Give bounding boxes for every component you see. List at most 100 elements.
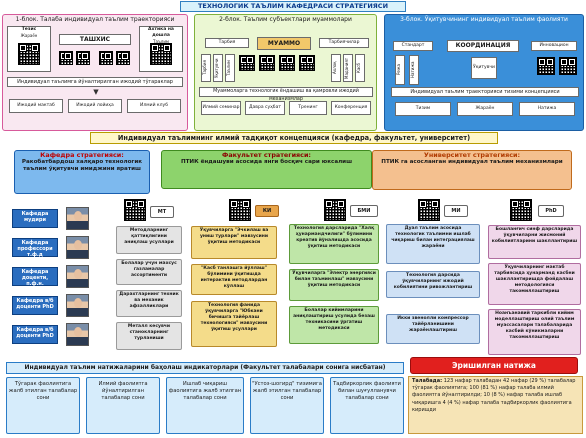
qr-code-icon: [279, 55, 295, 71]
block-3-bottom-label: Индивидуал таълим траекторияси тизими ко…: [391, 87, 579, 97]
qr-code-icon: [229, 199, 251, 221]
indicator-2: Илмий фаолиятга йўналтирилган талабалар …: [86, 377, 160, 434]
block-3-item-2: Жараён: [457, 102, 513, 116]
block-1-left-sub: Жараён: [20, 33, 38, 38]
mi-column-label: МИ: [444, 205, 468, 217]
result-body: Талабада: 123 нафар талабадан 42 нафар (…: [408, 376, 583, 434]
block-2-right-box: Тарбиячилар: [319, 38, 369, 48]
block-3: 3-блок. Ўқитувчининг индивидуал таълим ф…: [384, 14, 584, 131]
indicator-1: Тўгарак фаолиятига жалб этилган талабала…: [6, 377, 80, 434]
result-label: Талабада:: [412, 378, 443, 384]
university-strategy-text: ПТИК га асосланган индивидуал таълим мех…: [381, 159, 563, 166]
qr-code-icon: [324, 199, 346, 221]
block-2-left-box: Тарбия: [205, 38, 249, 48]
result-title: Эришилган натижа: [410, 357, 578, 374]
qr-code-icon: [124, 199, 146, 221]
bmi-column-label: БМИ: [350, 205, 378, 217]
block-1-bottom-label: Индивидуал таълимга йўналтирилган ижодий…: [7, 77, 183, 87]
faculty-member-1: Кафедра мудири: [12, 209, 58, 228]
block-1-right-label: Ахтика на дошла: [148, 27, 174, 38]
qr-code-icon: [510, 199, 532, 221]
mt-column-label: МТ: [150, 206, 174, 218]
ki-topic-3: Технология фанида ўқувчиларга "Юбкани би…: [191, 301, 277, 347]
block-1: 1-блок. Талаба индивидуал таълим траекто…: [2, 14, 188, 131]
block-1-item-3: Илмий клуб: [127, 99, 181, 113]
faculty-member-4: Кафедра в/б доценти PhD: [12, 296, 58, 315]
block-2-small-6: Касб: [355, 54, 365, 82]
block-3-title: 3-блок. Ўқитувчининг индивидуал таълим ф…: [400, 16, 568, 23]
university-strategy: Университет стратегияси: ПТИК га асослан…: [372, 150, 572, 190]
concept-banner: Индивидуал таълимнинг илмий тадқиқот кон…: [90, 132, 498, 144]
block-2-title: 2-блок. Таълим субъектлари муаммолари: [219, 16, 352, 23]
block-2-bottom-label: Муаммоларга технологик ёндашиш ва қамров…: [199, 87, 373, 102]
mi-topic-1: Дуал таълим асосида технологик таълимни …: [386, 224, 480, 264]
bmi-topic-1: Технология дарсларида "Халқ ҳунармандчил…: [289, 224, 379, 264]
phd-topic-3: Ноанъанавий таркибли кийим моделлаштириш…: [488, 309, 581, 355]
mi-topic-3: Икки звенолли компрессор тайёрланишини ж…: [386, 314, 480, 344]
bmi-topic-3: Болалар кийимларини аниқлаштириш усулида…: [289, 306, 379, 344]
phd-topic-1: Бошланғич синф дарсларида ўқувчиларни жи…: [488, 225, 581, 259]
qr-code-icon: [76, 51, 90, 65]
qr-code-icon: [18, 43, 40, 65]
block-1-right-box: Ахтика на дошла Таълим: [139, 26, 183, 72]
qr-code-icon: [537, 57, 555, 75]
mt-topic-3: Дарахтларнинг техник ва механик афзаллик…: [116, 290, 182, 317]
mt-topic-1: Методларнинг қаттиқлигини аниқлаш усулла…: [116, 226, 182, 254]
block-2-item-1: Илмий семинар: [201, 101, 241, 115]
faculty-strategy: Факультет стратегияси: ПТИК ёндашуви асо…: [161, 150, 372, 189]
block-3-left-box: Стандарт: [393, 41, 433, 51]
block-2: 2-блок. Таълим субъектлари муаммолари Та…: [194, 14, 377, 131]
photo-portrait: [66, 323, 89, 346]
mt-topic-2: Болалар учун махсус газламалар ассортиме…: [116, 259, 182, 285]
faculty-member-5: Кафедра в/б доценти PhD: [12, 325, 58, 344]
block-1-item-2: Ижодий лойиҳа: [68, 99, 122, 113]
indicators-title: Индивидуал таълим натижаларини баҳолаш и…: [6, 362, 404, 374]
indicator-4: "Устоз-шогирд" тизимига жалб этилган тал…: [250, 377, 324, 434]
qr-code-icon: [239, 55, 255, 71]
block-1-center-box: ТАШХИС: [59, 34, 131, 45]
result-text: 123 нафар талабадан 42 нафар (29 %) тала…: [412, 378, 576, 413]
block-2-small-1: Тарбия: [201, 54, 211, 82]
photo-portrait: [66, 294, 89, 317]
block-3-result: Натижа: [409, 55, 419, 85]
block-1-left-label: Тезис: [21, 27, 37, 32]
qr-code-icon: [418, 199, 440, 221]
ki-column-label: КИ: [255, 205, 279, 217]
qr-code-icon: [99, 51, 113, 65]
qr-code-icon: [59, 51, 73, 65]
qr-code-icon: [559, 57, 577, 75]
arrow-down-icon: ▼: [93, 88, 99, 96]
block-2-small-5: Маданият: [343, 54, 353, 82]
block-3-center-box: КООРДИНАЦИЯ: [447, 40, 519, 52]
block-1-item-1: Ижодий мактаб: [9, 99, 63, 113]
block-1-title: 1-блок. Талаба индивидуал таълим траекто…: [15, 16, 175, 23]
block-3-right-box: Инновацион: [531, 41, 577, 51]
mt-topic-4: Металл кесувчи станокларнинг турланиши: [116, 322, 182, 350]
department-strategy-title: Кафедра стратегияси:: [40, 151, 124, 159]
indicator-5: Тадбиркорлик фаолияти билан шуғулланувчи…: [330, 377, 404, 434]
university-strategy-title: Университет стратегияси:: [423, 151, 521, 159]
phd-column-label: PhD: [538, 205, 564, 217]
block-3-down-label: Ўқитувчи: [471, 57, 497, 79]
block-3-item-1: Тизим: [395, 102, 451, 116]
photo-portrait: [66, 236, 89, 259]
qr-code-icon: [259, 55, 275, 71]
indicator-3: Ишлаб чиқариш фаолиятига жалб этилган та…: [166, 377, 244, 434]
photo-portrait: [66, 265, 89, 288]
ki-topic-2: "Касб танлашга йўллаш" бўлимини ўқитишда…: [191, 264, 277, 295]
block-1-left-box: Тезис Жараён: [7, 26, 51, 72]
ki-topic-1: Ўқувчиларга "Эчкилаш ва униш турлари" ма…: [191, 226, 277, 259]
qr-code-icon: [116, 51, 130, 65]
block-2-item-4: Конференция: [331, 101, 371, 115]
block-2-item-3: Тренинг: [289, 101, 327, 115]
block-2-small-4: Ахлоқ: [331, 54, 341, 82]
block-2-center-box: МУАММО: [257, 37, 311, 50]
block-3-plan: Режа: [395, 55, 405, 85]
department-strategy: Кафедра стратегияси: Ракобатбардош халқа…: [14, 150, 150, 194]
faculty-strategy-title: Факультет стратегияси:: [221, 151, 311, 159]
faculty-strategy-text: ПТИК ёндашуви асосида янги босқич сари ю…: [180, 159, 353, 166]
bmi-topic-2: Ўқувчиларга "Электр энергияси билан таъм…: [289, 269, 379, 301]
department-strategy-text: Ракобатбардош халқаро технологик таълим …: [21, 159, 143, 173]
block-2-small-3: Таълим: [225, 54, 235, 82]
faculty-member-2: Кафедра профессори т.ф.д: [12, 238, 58, 258]
